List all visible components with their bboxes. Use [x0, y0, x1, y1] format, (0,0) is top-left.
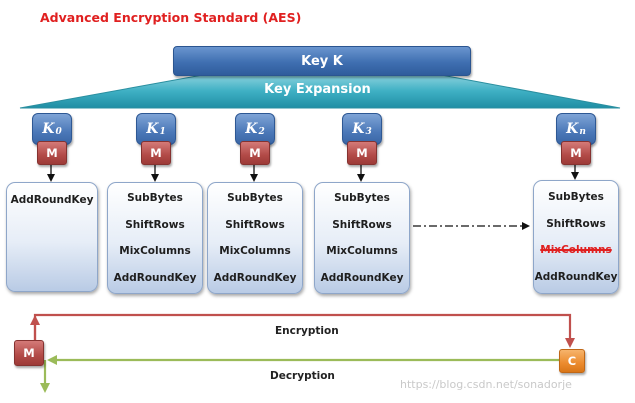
- step-mixcolumns: MixColumns: [326, 245, 398, 257]
- watermark-text: https://blog.csdn.net/sonadorje: [400, 378, 572, 391]
- decryption-label: Decryption: [270, 370, 335, 382]
- encryption-label: Encryption: [275, 325, 339, 337]
- round-box-1: SubBytes ShiftRows MixColumns AddRoundKe…: [107, 182, 203, 294]
- mix-box-2: M: [240, 141, 270, 165]
- key-k-block: Key K: [173, 46, 471, 76]
- diagram-title: Advanced Encryption Standard (AES): [40, 10, 302, 25]
- round-box-2: SubBytes ShiftRows MixColumns AddRoundKe…: [207, 182, 303, 294]
- round-box-3: SubBytes ShiftRows MixColumns AddRoundKe…: [314, 182, 410, 294]
- step-addroundkey: AddRoundKey: [320, 271, 404, 284]
- ciphertext-box: C: [559, 349, 585, 373]
- step-mixcolumns: MixColumns: [119, 245, 191, 257]
- round-key-index: 0: [55, 127, 62, 137]
- mix-box-n: M: [561, 141, 591, 165]
- step-addroundkey: AddRoundKey: [534, 270, 618, 283]
- round-key-index: 1: [159, 127, 166, 137]
- step-addroundkey: AddRoundKey: [113, 271, 197, 284]
- step-addroundkey: AddRoundKey: [10, 194, 94, 206]
- round-key-index: 2: [258, 127, 265, 137]
- step-addroundkey: AddRoundKey: [213, 271, 297, 284]
- round-key-letter: K: [566, 121, 579, 137]
- round-box-final: SubBytes ShiftRows MixColumns AddRoundKe…: [533, 180, 619, 294]
- mix-box-3: M: [347, 141, 377, 165]
- step-subbytes: SubBytes: [127, 192, 183, 204]
- plaintext-box: M: [14, 340, 44, 366]
- key-expansion-label: Key Expansion: [264, 82, 371, 97]
- round-key-index: n: [579, 127, 586, 137]
- round-box-initial: AddRoundKey: [6, 182, 98, 292]
- round-key-letter: K: [146, 121, 159, 137]
- step-subbytes: SubBytes: [548, 191, 604, 203]
- decryption-arrow: [47, 355, 572, 370]
- round-key-letter: K: [42, 121, 55, 137]
- step-shiftrows: ShiftRows: [125, 218, 185, 231]
- step-shiftrows: ShiftRows: [546, 217, 606, 230]
- step-subbytes: SubBytes: [227, 192, 283, 204]
- step-shiftrows: ShiftRows: [225, 218, 285, 231]
- step-mixcolumns-removed: MixColumns: [540, 244, 612, 256]
- step-shiftrows: ShiftRows: [332, 218, 392, 231]
- round-key-letter: K: [245, 121, 258, 137]
- step-subbytes: SubBytes: [334, 192, 390, 204]
- round-key-index: 3: [365, 127, 372, 137]
- step-mixcolumns: MixColumns: [219, 245, 291, 257]
- round-key-letter: K: [352, 121, 365, 137]
- mix-box-0: M: [37, 141, 67, 165]
- mix-box-1: M: [141, 141, 171, 165]
